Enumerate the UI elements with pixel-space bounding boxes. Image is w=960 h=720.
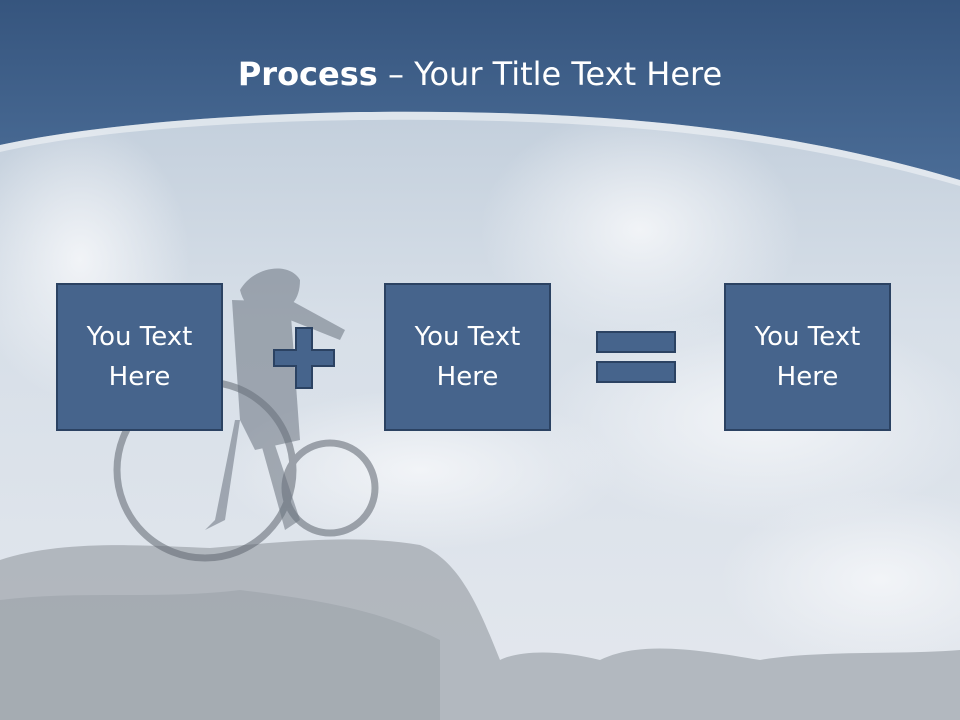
title-rest: – Your Title Text Here (377, 55, 723, 93)
text-box-1-label: You Text Here (86, 322, 193, 392)
title-bold: Process (237, 55, 378, 93)
text-box-2[interactable]: You Text Here (384, 283, 551, 431)
text-box-3-label: You Text Here (754, 322, 861, 392)
text-box-3[interactable]: You Text Here (724, 283, 891, 431)
slide-title: Process – Your Title Text Here (0, 52, 960, 96)
text-box-1[interactable]: You Text Here (56, 283, 223, 431)
text-box-2-label: You Text Here (414, 322, 521, 392)
plus-icon (273, 327, 335, 389)
equals-icon (596, 331, 676, 383)
